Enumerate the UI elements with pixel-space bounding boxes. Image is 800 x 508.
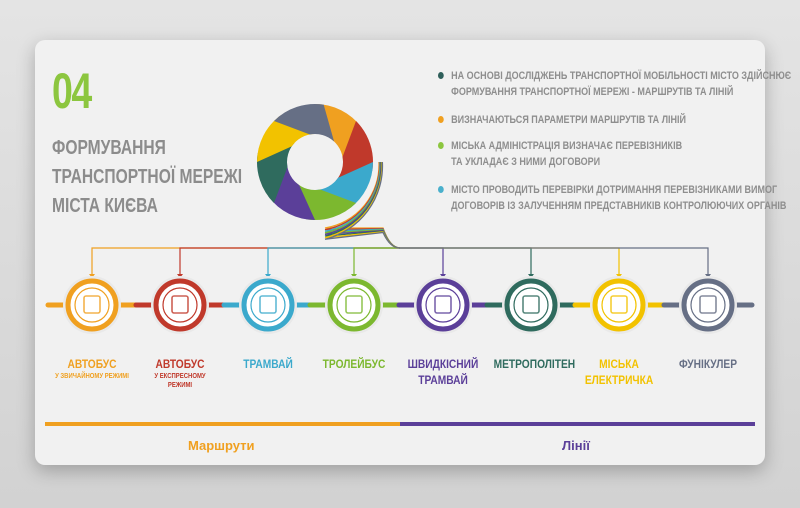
mode-label: ТРАМВАЙ [231, 356, 306, 372]
lines-label: Лінії [562, 438, 590, 453]
connector-line [353, 247, 400, 275]
mode-name: АВТОБУС [67, 357, 117, 371]
mode-label: ШВИДКІСНИЙ ТРАМВАЙ [406, 356, 481, 388]
mode-label: ФУНІКУЛЕР [671, 356, 746, 372]
mode-node-inner [425, 287, 461, 323]
mode-node-inner [162, 287, 198, 323]
infographic-card [35, 40, 765, 465]
title-line: ТРАНСПОРТНОЇ МЕРЕЖІ [52, 166, 243, 188]
bullet-text: ВИЗНАЧАЮТЬСЯ ПАРАМЕТРИ МАРШРУТІВ ТА ЛІНІ… [451, 114, 687, 126]
bullet-dot-icon [438, 186, 444, 193]
bullet-text: ДОГОВОРІВ ІЗ ЗАЛУЧЕННЯМ ПРЕДСТАВНИКІВ КО… [451, 200, 787, 212]
mode-name: ТРОЛЕЙБУС [322, 357, 386, 371]
bullet-item: НА ОСНОВІ ДОСЛІДЖЕНЬ ТРАНСПОРТНОЇ МОБІЛЬ… [438, 68, 792, 100]
mode-name: МЕТРОПОЛІТЕН [493, 357, 576, 371]
bullet-item: МІСЬКА АДМІНІСТРАЦІЯ ВИЗНАЧАЄ ПЕРЕВІЗНИК… [438, 138, 709, 170]
mode-label: ТРОЛЕЙБУС [317, 356, 392, 372]
logo-segment [295, 182, 357, 220]
funicular-icon [699, 295, 717, 314]
mode-node-inner [601, 287, 637, 323]
title-line: МІСТА КИЄВА [52, 195, 158, 217]
connector-line [400, 247, 444, 275]
mode-label: АВТОБУС У ЕКСПРЕСНОМУ РЕЖИМІ [143, 356, 218, 390]
city-train-icon [610, 295, 628, 314]
page-title: ФОРМУВАННЯ ТРАНСПОРТНОЇ МЕРЕЖІ МІСТА КИЄ… [52, 134, 242, 221]
bullet-dot-icon [438, 116, 444, 123]
mode-subtitle: У ЕКСПРЕСНОМУ РЕЖИМІ [154, 373, 206, 389]
mode-subtitle: У ЗВИЧАЙНОМУ РЕЖИМІ [55, 373, 129, 380]
routes-bar [45, 422, 400, 426]
mode-name: ШВИДКІСНИЙ ТРАМВАЙ [407, 357, 479, 387]
bullet-text: НА ОСНОВІ ДОСЛІДЖЕНЬ ТРАНСПОРТНОЇ МОБІЛЬ… [451, 70, 792, 82]
section-number: 04 [52, 63, 92, 119]
mode-node-inner [250, 287, 286, 323]
bullet-text: МІСТО ПРОВОДИТЬ ПЕРЕВІРКИ ДОТРИМАННЯ ПЕР… [451, 184, 778, 196]
title-line: ФОРМУВАННЯ [52, 137, 166, 159]
logo-segment [273, 104, 335, 142]
mode-label: АВТОБУС У ЗВИЧАЙНОМУ РЕЖИМІ [55, 356, 130, 381]
light-rail-icon [434, 295, 452, 314]
mode-node-inner [513, 287, 549, 323]
mode-label: МЕТРОПОЛІТЕН [494, 356, 576, 372]
bullet-text: ФОРМУВАННЯ ТРАНСПОРТНОЇ МЕРЕЖІ - МАРШРУТ… [451, 86, 734, 98]
connector-line [179, 247, 400, 275]
bullet-text: МІСЬКА АДМІНІСТРАЦІЯ ВИЗНАЧАЄ ПЕРЕВІЗНИК… [451, 140, 683, 152]
mode-name: АВТОБУС [155, 357, 205, 371]
routes-label: Маршрути [188, 438, 255, 453]
connector-line [400, 247, 620, 275]
connector-line [267, 247, 400, 275]
bullet-item: ВИЗНАЧАЮТЬСЯ ПАРАМЕТРИ МАРШРУТІВ ТА ЛІНІ… [438, 112, 709, 128]
mode-node-inner [74, 287, 110, 323]
mode-label: МІСЬКА ЕЛЕКТРИЧКА [582, 356, 657, 388]
trolleybus-icon [345, 295, 363, 314]
logo-segment [335, 120, 373, 182]
lines-bar [400, 422, 755, 426]
mode-name: ФУНІКУЛЕР [678, 357, 738, 371]
bullet-text: ТА УКЛАДАЄ З НИМИ ДОГОВОРИ [451, 156, 601, 168]
bullet-dot-icon [438, 142, 444, 149]
express-bus-icon [171, 295, 189, 314]
mode-node-inner [336, 287, 372, 323]
connector-line [324, 161, 401, 249]
logo-center [291, 138, 339, 186]
connector-line [400, 247, 532, 275]
bus-icon [83, 295, 101, 314]
connector-line [400, 247, 709, 275]
bullet-dot-icon [438, 72, 444, 79]
bullet-item: МІСТО ПРОВОДИТЬ ПЕРЕВІРКИ ДОТРИМАННЯ ПЕР… [438, 182, 787, 214]
mode-node-inner [690, 287, 726, 323]
tram-icon [259, 295, 277, 314]
mode-name: МІСЬКА ЕЛЕКТРИЧКА [584, 357, 654, 387]
mode-name: ТРАМВАЙ [243, 357, 293, 371]
logo-segment [257, 142, 295, 204]
metro-icon [522, 295, 540, 314]
